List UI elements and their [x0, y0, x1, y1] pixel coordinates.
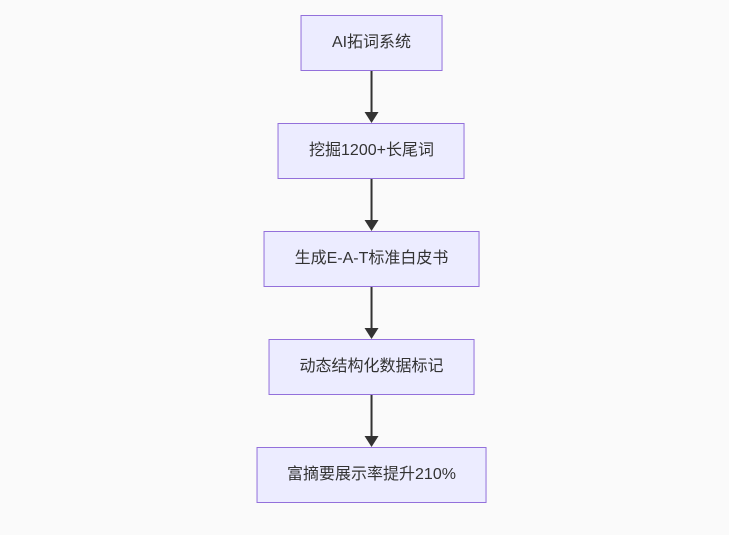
flowchart-column: AI拓词系统 挖掘1200+长尾词 生成E-A-T标准白皮书 动态结构化数据标记 — [256, 15, 487, 503]
flow-node-label: 挖掘1200+长尾词 — [309, 142, 434, 159]
arrow-head-down-icon — [364, 112, 379, 123]
arrow-line — [370, 71, 373, 113]
flow-arrow-4 — [364, 395, 379, 447]
flow-node-label: 生成E-A-T标准白皮书 — [294, 250, 449, 267]
arrow-head-down-icon — [364, 220, 379, 231]
flow-node-dynamic-structured-data-markup: 动态结构化数据标记 — [268, 339, 475, 395]
flow-node-rich-snippet-rate-increase: 富摘要展示率提升210% — [256, 447, 487, 503]
arrow-head-down-icon — [364, 436, 379, 447]
arrow-line — [370, 395, 373, 437]
flow-arrow-1 — [364, 71, 379, 123]
flow-node-label: 富摘要展示率提升210% — [287, 466, 456, 483]
flow-node-mine-longtail-keywords: 挖掘1200+长尾词 — [278, 123, 465, 179]
arrow-head-down-icon — [364, 328, 379, 339]
arrow-line — [370, 179, 373, 221]
flow-node-label: AI拓词系统 — [331, 34, 412, 51]
flow-node-ai-word-expansion-system: AI拓词系统 — [300, 15, 443, 71]
flow-arrow-2 — [364, 179, 379, 231]
flow-node-label: 动态结构化数据标记 — [299, 358, 444, 375]
flow-arrow-3 — [364, 287, 379, 339]
arrow-line — [370, 287, 373, 329]
flow-node-generate-eat-whitepaper: 生成E-A-T标准白皮书 — [263, 231, 480, 287]
